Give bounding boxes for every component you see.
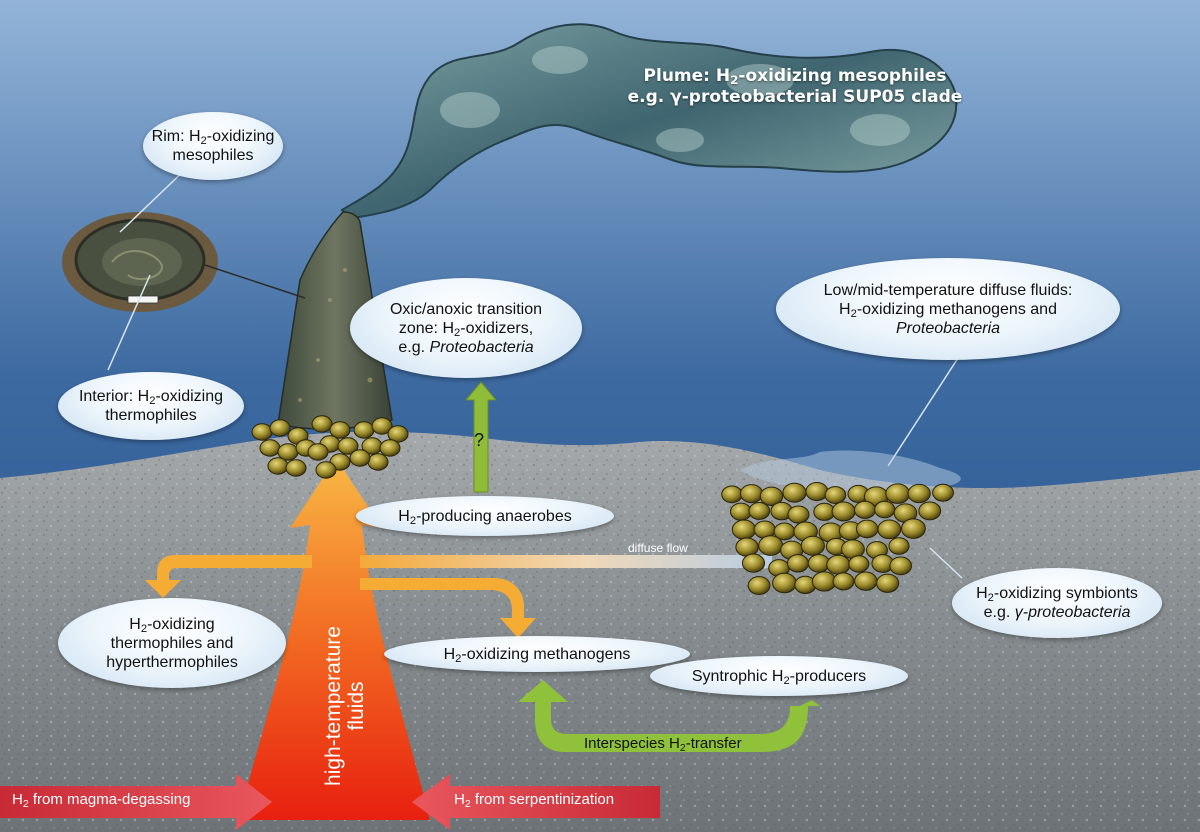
syntrophic-bubble: Syntrophic H2-producers — [650, 656, 908, 696]
yellow-arrow-right — [360, 578, 536, 638]
mussel — [832, 572, 855, 591]
mussel — [285, 459, 307, 477]
mussel — [387, 425, 409, 443]
mussel — [735, 537, 759, 557]
plume — [340, 23, 958, 220]
methanogens-bubble: H2-oxidizing methanogens — [384, 636, 690, 672]
mussel — [877, 519, 902, 540]
mussel — [353, 421, 375, 439]
magma-label: H2 from magma-degassing — [12, 791, 191, 810]
high-temperature-label: high-temperature fluids — [322, 626, 368, 786]
oxic-anoxic-bubble: Oxic/anoxic transition zone: H2-oxidizer… — [350, 278, 582, 378]
mussel — [747, 576, 771, 595]
mussel — [367, 453, 389, 471]
mussel — [901, 518, 926, 539]
mussel — [874, 500, 896, 519]
question-mark: ? — [474, 430, 485, 450]
mussel — [259, 439, 281, 457]
yellow-arrow-left — [145, 555, 312, 598]
mussel — [251, 423, 273, 441]
mussel — [307, 443, 329, 461]
mussel — [371, 417, 393, 435]
mussel — [267, 457, 289, 475]
mussel — [831, 501, 856, 522]
mussel — [811, 571, 837, 592]
mussel — [824, 486, 847, 504]
mussel — [729, 502, 752, 521]
mussel — [739, 484, 763, 504]
plume-label: Plume: H2-oxidizing mesophiles e.g. γ-pr… — [627, 66, 963, 107]
diffuse-flow-bar — [360, 555, 772, 568]
mussel — [349, 449, 371, 467]
mussel-cluster-chimney — [251, 415, 409, 479]
mussel — [748, 502, 771, 520]
mussel — [889, 556, 912, 576]
mussel — [311, 415, 333, 433]
thermophiles-bubble: H2-oxidizing thermophiles and hypertherm… — [58, 598, 286, 688]
green-arrow-up — [464, 381, 498, 493]
mussel — [721, 485, 743, 504]
chimney-connector — [204, 264, 306, 299]
mussel — [885, 483, 911, 504]
mussel — [888, 537, 910, 555]
mussel — [786, 554, 810, 573]
symbionts-bubble: H2-oxidizing symbionts e.g. γ-proteobact… — [952, 568, 1162, 638]
mussel — [876, 573, 900, 593]
mussel — [853, 500, 876, 519]
interspecies-transfer-arrow — [518, 680, 820, 752]
mussel — [826, 554, 851, 575]
diffuse-shimmer — [740, 450, 961, 491]
interior-bubble: Interior: H2-oxidizing thermophiles — [58, 372, 244, 440]
mussel — [741, 553, 766, 573]
high-temperature-arrow[interactable] — [238, 458, 430, 820]
mussel — [731, 519, 757, 540]
rim-bubble: Rim: H2-oxidizing mesophiles — [143, 112, 283, 180]
mussel — [855, 519, 879, 539]
mussel — [782, 482, 807, 503]
serpentinization-label: H2 from serpentinization — [454, 791, 615, 810]
mussel — [269, 419, 291, 437]
interspecies-label: Interspecies H2-transfer — [584, 735, 742, 754]
serpentinization-arrow — [412, 774, 660, 830]
mussel — [759, 486, 784, 506]
mussel — [907, 483, 931, 504]
symbiont-connector — [929, 547, 963, 579]
mussel — [805, 481, 829, 501]
mussel — [772, 572, 797, 594]
mussel — [848, 555, 870, 573]
diffuse-connector — [887, 354, 961, 467]
rim-connector — [119, 164, 191, 233]
diffuse-fluids-bubble: Low/mid-temperature diffuse fluids: H2-o… — [776, 258, 1120, 360]
chimney-cross-section — [62, 212, 218, 312]
mussel — [932, 483, 954, 502]
mussel — [315, 461, 337, 479]
mussel — [337, 437, 359, 455]
anaerobes-bubble: H2-producing anaerobes — [356, 496, 614, 536]
mussel — [329, 421, 351, 439]
magma-arrow — [0, 774, 272, 830]
mussel — [379, 439, 401, 457]
diffuse-flow-label: diffuse flow — [628, 541, 688, 555]
mussel — [800, 535, 825, 556]
mussel — [918, 501, 942, 521]
mussel — [854, 571, 878, 591]
mussel-cluster-diffuse — [721, 481, 954, 595]
interior-connector — [107, 274, 151, 371]
mussel — [758, 535, 784, 556]
mussel — [787, 505, 810, 524]
